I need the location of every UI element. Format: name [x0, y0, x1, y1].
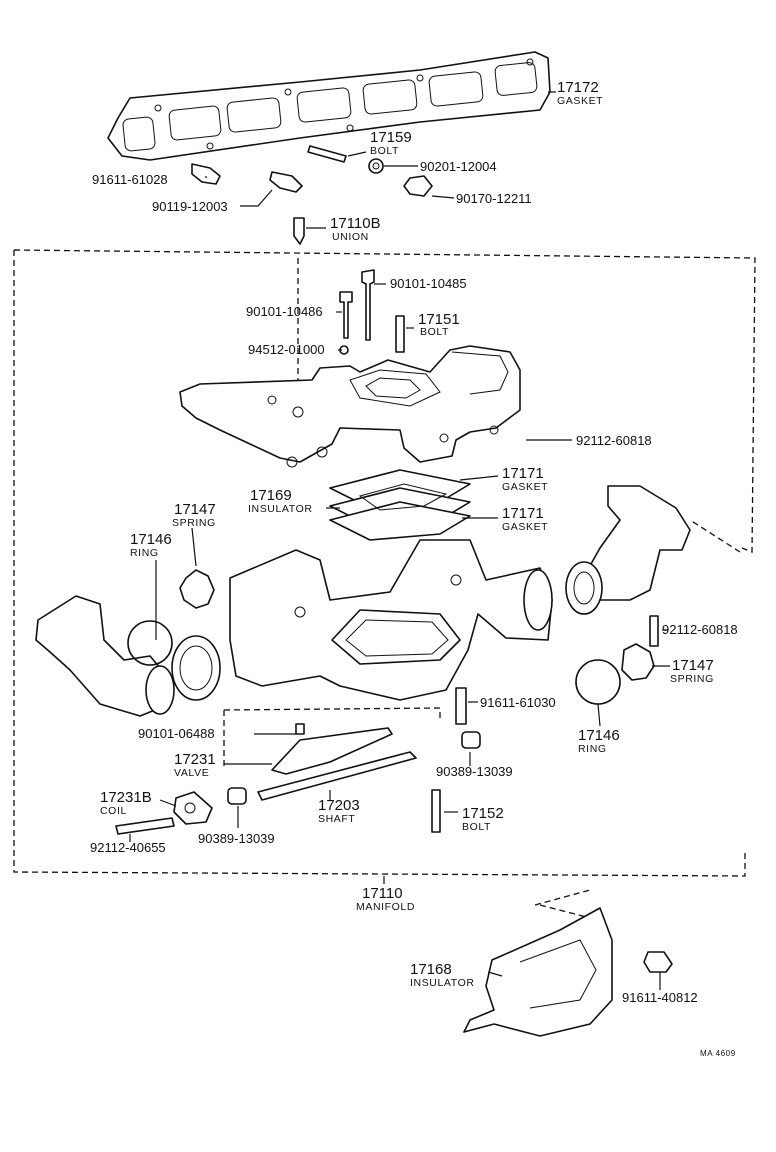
part-name: VALVE [174, 767, 209, 779]
callout-17151: 17151 BOLT [418, 311, 460, 338]
part-number: 90101-10485 [390, 276, 467, 291]
part-number: 92112-60818 [662, 622, 738, 637]
leader-lines [129, 91, 670, 990]
lower-manifold-drawing [171, 539, 553, 701]
part-number: 17151 [418, 311, 460, 328]
part-number: 17231 [174, 751, 216, 768]
part-name: RING [578, 743, 607, 755]
callout-17146-right: 17146 RING [578, 727, 620, 755]
left-elbow-drawing [35, 569, 215, 717]
callout-90101-06488: 90101-06488 [138, 726, 215, 741]
part-number: 92112-40655 [90, 840, 166, 855]
callout-90389-13039-left: 90389-13039 [198, 831, 275, 846]
callout-90119-12003: 90119-12003 [152, 199, 228, 214]
part-number: 17169 [250, 487, 292, 504]
callout-94512-01000: 94512-01000 [248, 342, 325, 357]
part-number: 17159 [370, 129, 412, 146]
part-number: 90389-13039 [436, 764, 513, 779]
bottom-insulator-drawing [463, 907, 673, 1037]
part-number: 17152 [462, 805, 504, 822]
insulator-gasket-stack-drawing [329, 469, 471, 541]
part-number: 90101-10486 [246, 304, 323, 319]
callout-17146-left: 17146 RING [130, 531, 172, 559]
callout-90201-12004: 90201-12004 [420, 159, 497, 174]
part-number: 91611-61028 [92, 172, 168, 187]
part-number: 17203 [318, 797, 360, 814]
callout-17172: 17172 GASKET [557, 79, 603, 107]
part-name: SPRING [172, 517, 216, 529]
part-name: INSULATOR [248, 503, 313, 515]
part-number: 17110B [330, 215, 381, 232]
part-number: 17147 [174, 501, 216, 518]
callout-91611-61028: 91611-61028 [92, 172, 168, 187]
part-number: 17147 [672, 657, 714, 674]
callout-91611-40812: 91611-40812 [622, 990, 698, 1005]
part-number: 91611-40812 [622, 990, 698, 1005]
part-name: UNION [332, 231, 369, 243]
part-name: MANIFOLD [356, 901, 415, 913]
part-name: GASKET [502, 521, 548, 533]
part-name: RING [130, 547, 159, 559]
part-number: 90101-06488 [138, 726, 215, 741]
part-number: 17146 [578, 727, 620, 744]
part-number: 17110 [362, 885, 403, 902]
callout-90101-10485: 90101-10485 [390, 276, 467, 291]
part-number: 90201-12004 [420, 159, 497, 174]
part-name: BOLT [420, 326, 449, 338]
callout-90170-12211: 90170-12211 [456, 191, 532, 206]
part-number: 94512-01000 [248, 342, 325, 357]
part-number: 17171 [502, 465, 544, 482]
part-number: 90389-13039 [198, 831, 275, 846]
callout-17171-lower: 17171 GASKET [502, 505, 548, 533]
callout-17110B: 17110B UNION [330, 215, 381, 243]
part-number: 17171 [502, 505, 544, 522]
part-name: INSULATOR [410, 977, 475, 989]
callout-17203: 17203 SHAFT [318, 797, 360, 825]
part-number: 17231B [100, 789, 152, 806]
callout-92112-60818-upper: 92112-60818 [576, 433, 652, 448]
callout-17152: 17152 BOLT [462, 805, 504, 833]
manifold-assembly-outline [13, 249, 756, 877]
part-number: 17168 [410, 961, 452, 978]
callout-92112-60818-right: 92112-60818 [662, 622, 738, 637]
part-number: 17172 [557, 79, 599, 96]
right-elbow-drawing [565, 485, 691, 705]
part-name: COIL [100, 805, 127, 817]
part-number: 90119-12003 [152, 199, 228, 214]
callout-17110: 17110 MANIFOLD [356, 885, 415, 913]
part-number: 92112-60818 [576, 433, 652, 448]
callout-90389-13039-right: 90389-13039 [436, 764, 513, 779]
callout-17231: 17231 VALVE [174, 751, 216, 779]
callout-17168: 17168 INSULATOR [410, 961, 475, 989]
callout-17159: 17159 BOLT [370, 129, 412, 157]
part-name: GASKET [502, 481, 548, 493]
callout-17147-left: 17147 SPRING [172, 501, 216, 529]
upper-manifold-drawing [179, 269, 521, 468]
callout-90101-10486: 90101-10486 [246, 304, 323, 319]
gasket-17172-drawing [107, 51, 551, 161]
part-name: GASKET [557, 95, 603, 107]
part-number: 90170-12211 [456, 191, 532, 206]
part-name: BOLT [370, 145, 399, 157]
callout-17231B: 17231B COIL [100, 789, 152, 817]
callout-17171-upper: 17171 GASKET [502, 465, 548, 493]
part-name: SHAFT [318, 813, 355, 825]
part-number: 91611-61030 [480, 695, 556, 710]
callout-92112-40655: 92112-40655 [90, 840, 166, 855]
part-number: 17146 [130, 531, 172, 548]
callout-17169: 17169 INSULATOR [248, 487, 313, 515]
part-name: SPRING [670, 673, 714, 685]
part-name: BOLT [462, 821, 491, 833]
top-hardware-drawing [191, 145, 433, 245]
callout-91611-61030: 91611-61030 [480, 695, 556, 710]
callout-17147-right: 17147 SPRING [670, 657, 714, 685]
drawing-code: MA 4609 [700, 1049, 736, 1058]
valve-shaft-coil-drawing [115, 687, 481, 835]
